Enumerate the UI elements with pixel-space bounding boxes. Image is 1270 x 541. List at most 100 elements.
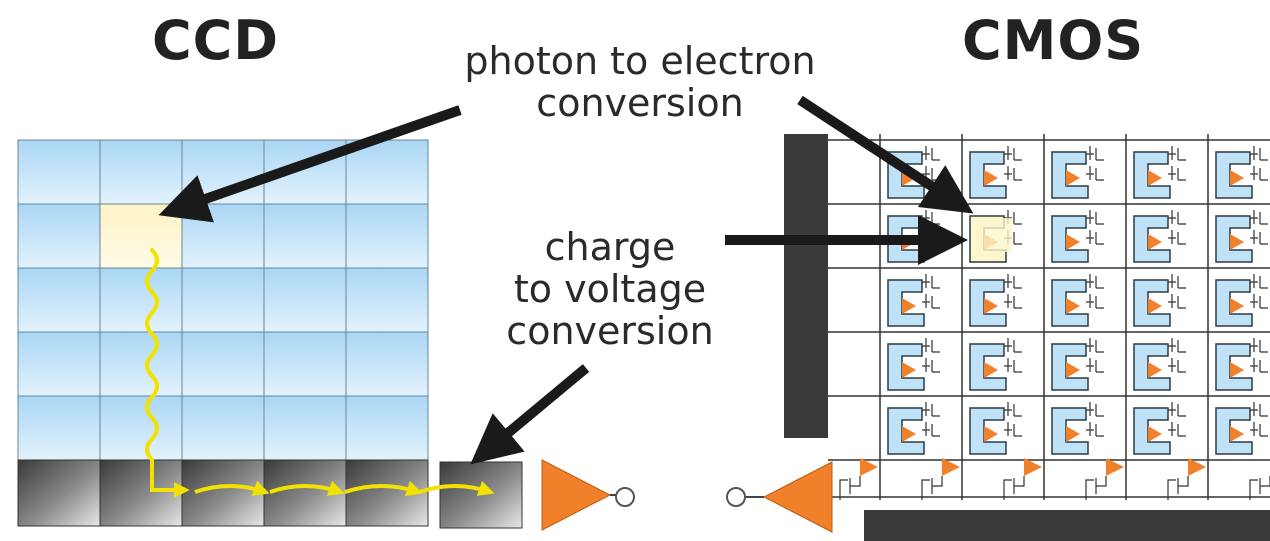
cmos-transistor	[1004, 402, 1022, 417]
cmos-pixel-amp	[1230, 426, 1244, 442]
cmos-pixel-amp	[1148, 234, 1162, 250]
cmos-column-transistor	[1167, 476, 1189, 500]
ccd-register-cell	[181, 459, 265, 527]
cmos-transistor	[1004, 146, 1022, 161]
cmos-pixel-amp	[1066, 426, 1080, 442]
ccd-title: CCD	[152, 9, 280, 72]
ccd-pixel	[17, 139, 101, 205]
ccd-pixel	[99, 139, 183, 205]
cmos-transistor	[1250, 338, 1268, 353]
cmos-column-transistor	[1085, 476, 1107, 500]
cmos-transistor	[1168, 358, 1186, 373]
cmos-transistor	[1086, 274, 1104, 289]
ccd-pixel	[99, 395, 183, 461]
ccd-pixel	[345, 267, 429, 333]
charge-path-corner	[150, 460, 190, 498]
ccd-pixel	[263, 331, 347, 397]
cmos-transistor	[1250, 146, 1268, 161]
cmos-pixel	[969, 146, 1022, 199]
cmos-column-amplifier	[1188, 458, 1206, 476]
cmos-pixel-amp	[1066, 234, 1080, 250]
cmos-transistor	[1168, 274, 1186, 289]
cmos-transistor	[1250, 230, 1268, 245]
cmos-pixel-amp	[1148, 426, 1162, 442]
cmos-transistor	[1250, 422, 1268, 437]
cmos-pixel	[887, 402, 940, 455]
cmos-column-transistor	[921, 476, 943, 500]
ccd-pixel	[17, 395, 101, 461]
ccd-pixel	[181, 267, 265, 333]
charge-label-line1: charge	[544, 225, 676, 269]
cmos-pixel	[1051, 146, 1104, 199]
cmos-pixel	[1215, 402, 1268, 455]
ccd-pixel	[181, 331, 265, 397]
cmos-transistor	[1004, 338, 1022, 353]
ccd-pixel	[345, 331, 429, 397]
cmos-pixel	[1051, 274, 1104, 327]
ccd-pixel	[17, 203, 101, 269]
cmos-transistor	[1250, 358, 1268, 373]
cmos-transistor	[1086, 166, 1104, 181]
cmos-pixel-amp	[1230, 362, 1244, 378]
cmos-pixel	[1051, 402, 1104, 455]
cmos-pixel-amp	[902, 426, 916, 442]
cmos-pixel-amp	[1148, 170, 1162, 186]
cmos-transistor	[1086, 338, 1104, 353]
ccd-pixel	[181, 203, 265, 269]
cmos-transistor	[922, 146, 940, 161]
cmos-transistor	[1086, 402, 1104, 417]
cmos-column-amplifier	[1106, 458, 1124, 476]
cmos-pixel	[1133, 338, 1186, 391]
cmos-transistor	[1086, 146, 1104, 161]
cmos-title: CMOS	[962, 9, 1145, 72]
cmos-pixel	[1215, 274, 1268, 327]
cmos-transistor	[922, 358, 940, 373]
cmos-pixel-amp	[1148, 298, 1162, 314]
cmos-pixel-amp	[1066, 170, 1080, 186]
cmos-pixel-amp	[902, 298, 916, 314]
ccd-pixel	[181, 395, 265, 461]
cmos-pixel	[1215, 146, 1268, 199]
cmos-transistor	[1168, 146, 1186, 161]
cmos-transistor	[1250, 210, 1268, 225]
cmos-pixel-amp	[984, 170, 998, 186]
charge-path-vertical	[145, 248, 159, 462]
ccd-pixel	[17, 267, 101, 333]
cmos-transistor	[922, 338, 940, 353]
cmos-transistor	[922, 294, 940, 309]
cmos-pixel	[1133, 402, 1186, 455]
ccd-pixel	[99, 331, 183, 397]
cmos-transistor	[1086, 210, 1104, 225]
cmos-transistor	[1004, 422, 1022, 437]
ccd-pixel	[263, 395, 347, 461]
ccd-amplifier	[541, 459, 612, 531]
cmos-pixel	[887, 338, 940, 391]
cmos-transistor	[1168, 422, 1186, 437]
ccd-register-cell	[99, 459, 183, 527]
cmos-column-transistor	[839, 476, 861, 500]
cmos-transistor	[1250, 166, 1268, 181]
cmos-sensor	[726, 134, 1270, 541]
ccd-pixel	[17, 331, 101, 397]
cmos-pixel	[1215, 210, 1268, 263]
cmos-transistor	[1086, 422, 1104, 437]
ccd-output-terminal	[615, 487, 635, 507]
cmos-pixel-amp	[1230, 170, 1244, 186]
cmos-highlight-fill	[972, 218, 1012, 252]
photon-label-line2: conversion	[536, 81, 744, 125]
cmos-transistor	[1168, 210, 1186, 225]
charge-path-horizontal	[419, 480, 495, 496]
ccd-output-node	[439, 461, 523, 529]
charge-label-line2: to voltage	[513, 267, 707, 311]
cmos-transistor	[922, 422, 940, 437]
cmos-pixel	[969, 402, 1022, 455]
cmos-transistor	[1086, 358, 1104, 373]
ccd-register-cell	[263, 459, 347, 527]
cmos-pixel	[1051, 210, 1104, 263]
cmos-transistor	[1086, 230, 1104, 245]
cmos-transistor	[1086, 294, 1104, 309]
cmos-transistor	[1250, 294, 1268, 309]
photon-conversion-label: photon to electron conversion	[380, 40, 900, 124]
cmos-transistor	[1168, 338, 1186, 353]
